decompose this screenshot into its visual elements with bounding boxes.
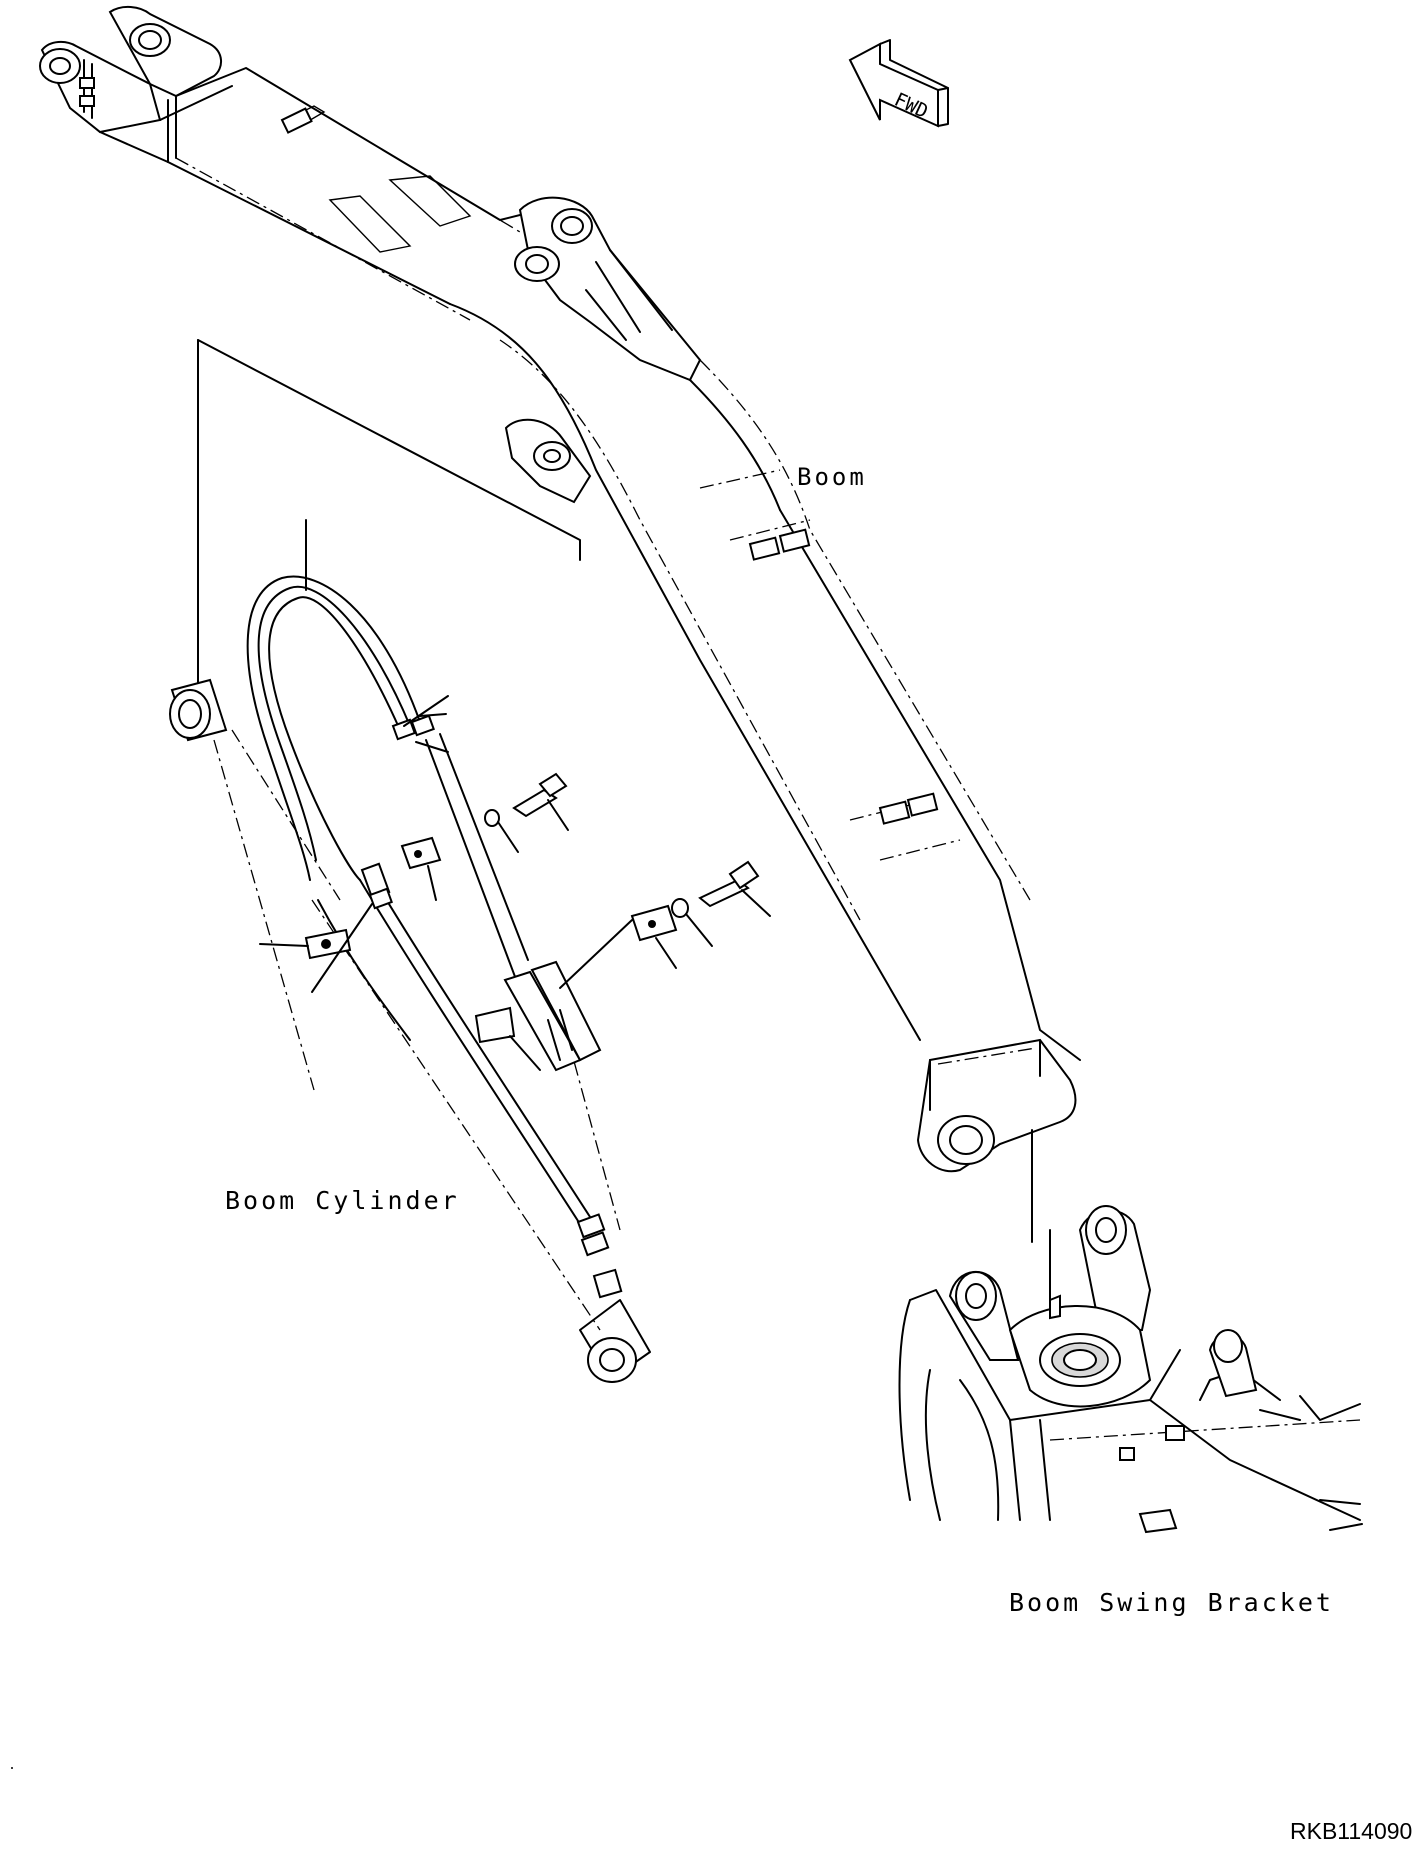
speck <box>11 1767 13 1769</box>
boom-label: Boom <box>797 463 867 491</box>
boom-swing-bracket <box>898 1205 1363 1534</box>
forward-direction-arrow-icon: FWD <box>848 39 949 128</box>
hydraulic-hoses <box>246 519 610 1257</box>
boom-swing-bracket-label: Boom Swing Bracket <box>1009 1588 1334 1617</box>
boom <box>39 6 1081 1243</box>
clamps-and-bolts <box>259 695 771 1071</box>
figure-reference-code: RKB114090 <box>1290 1818 1413 1844</box>
boom-cylinder-label: Boom Cylinder <box>225 1186 460 1215</box>
